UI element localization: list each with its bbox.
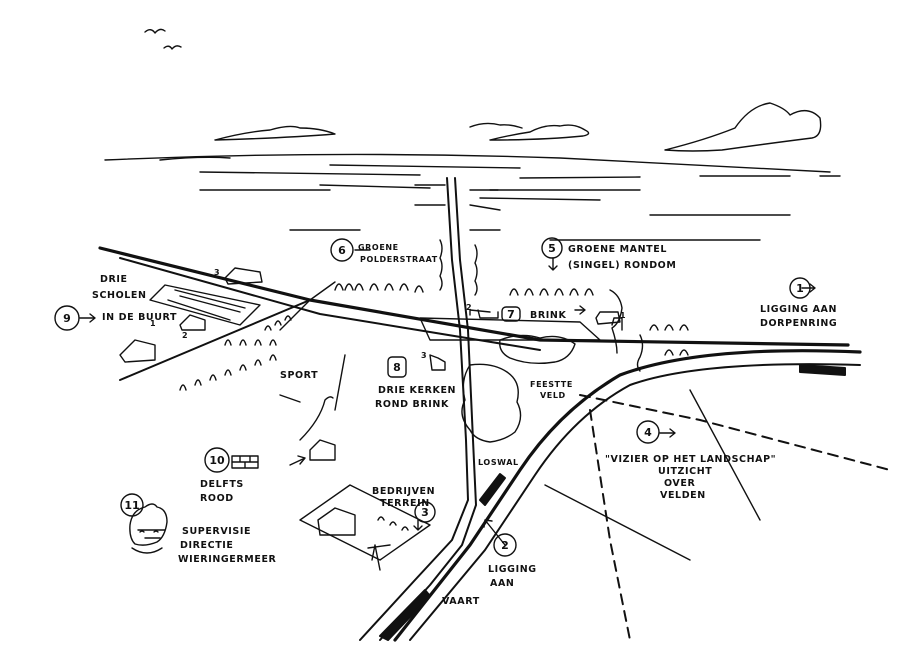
marker-7-box bbox=[501, 306, 521, 322]
marker-3-number: 3 bbox=[421, 506, 429, 519]
marker-11-label: DIRECTIE bbox=[180, 540, 234, 551]
mini-number: 1 bbox=[620, 311, 626, 320]
marker-2-label: LIGGING bbox=[488, 564, 537, 575]
face-icon bbox=[129, 503, 168, 554]
marker-5-label: (SINGEL) RONDOM bbox=[568, 260, 676, 271]
mini-number: 2 bbox=[182, 331, 188, 340]
marker-1-circle bbox=[789, 277, 811, 299]
marker-4-label: VELDEN bbox=[660, 490, 706, 501]
marker-1-label: LIGGING AAN bbox=[760, 304, 837, 315]
marker-9-circle bbox=[54, 305, 80, 331]
leader-arrows bbox=[79, 249, 816, 546]
marker-9-number: 9 bbox=[63, 312, 71, 325]
mini-number: 3 bbox=[421, 351, 427, 360]
marker-8-number: 8 bbox=[393, 361, 401, 374]
mini-number: 1 bbox=[150, 319, 156, 328]
view-lines bbox=[544, 389, 891, 641]
brink-area bbox=[419, 309, 601, 341]
marker-6-circle bbox=[330, 238, 354, 262]
marker-11-label: SUPERVISIE bbox=[182, 526, 251, 537]
marker-4-label: UITZICHT bbox=[658, 466, 712, 477]
mini-number: 3 bbox=[214, 268, 220, 277]
church-icon bbox=[429, 317, 623, 371]
marker-8-box bbox=[387, 356, 407, 378]
marker-9-label: DRIE bbox=[100, 274, 128, 285]
marker-4-circle bbox=[636, 420, 660, 444]
marker-7-label: BRINK bbox=[530, 310, 566, 321]
marker-9-label: SCHOLEN bbox=[92, 290, 147, 301]
marker-3-label: TERREIN bbox=[380, 498, 430, 509]
brick-icon bbox=[231, 455, 259, 469]
cloud-icon bbox=[159, 102, 822, 161]
marker-5-number: 5 bbox=[548, 242, 556, 255]
crane-icon bbox=[367, 544, 391, 571]
marker-3-label: BEDRIJVEN bbox=[372, 486, 435, 497]
marker-6-label: GROENE bbox=[358, 243, 399, 252]
marker-11-circle bbox=[120, 493, 144, 517]
marker-2-number: 2 bbox=[501, 539, 509, 552]
marker-2-label: VAART bbox=[442, 596, 480, 607]
feest-veld-label: FEESTTE bbox=[530, 380, 573, 389]
marker-4-number: 4 bbox=[644, 426, 652, 439]
tree-row bbox=[179, 283, 689, 391]
marker-5-circle bbox=[541, 237, 563, 259]
marker-1-number: 1 bbox=[796, 282, 804, 295]
canal bbox=[379, 349, 862, 642]
marker-2-circle bbox=[493, 533, 517, 557]
marker-8-label: DRIE KERKEN bbox=[378, 385, 456, 396]
mini-number: 2 bbox=[466, 303, 472, 312]
feest-veld-label: VELD bbox=[540, 391, 566, 400]
marker-3-circle bbox=[414, 501, 436, 523]
marker-4-label: "VIZIER OP HET LANDSCHAP" bbox=[605, 454, 776, 465]
marker-7-number: 7 bbox=[507, 308, 515, 321]
tree-icon bbox=[439, 239, 644, 443]
main-road bbox=[98, 177, 850, 641]
loswal-label: LOSWAL bbox=[478, 458, 519, 467]
marker-1-label: DORPENRING bbox=[760, 318, 837, 329]
marker-10-label: ROOD bbox=[200, 493, 234, 504]
marker-6-label: POLDERSTRAAT bbox=[360, 255, 438, 264]
marker-4-label: OVER bbox=[664, 478, 695, 489]
marker-10-circle bbox=[204, 447, 230, 473]
marker-8-label: ROND BRINK bbox=[375, 399, 449, 410]
marker-2-label: AAN bbox=[490, 578, 514, 589]
marker-9-label: IN DE BUURT bbox=[102, 312, 177, 323]
marker-11-number: 11 bbox=[124, 499, 139, 512]
marker-11-label: WIERINGERMEER bbox=[178, 554, 277, 565]
house-icon bbox=[119, 267, 621, 561]
sport-area bbox=[279, 354, 346, 441]
marker-5-label: GROENE MANTEL bbox=[568, 244, 667, 255]
marker-10-number: 10 bbox=[209, 454, 225, 467]
horizon-lines bbox=[104, 153, 841, 241]
sport-label: SPORT bbox=[280, 370, 318, 381]
marker-10-label: DELFTS bbox=[200, 479, 244, 490]
marker-6-number: 6 bbox=[338, 244, 346, 257]
bird-icon bbox=[144, 28, 182, 50]
